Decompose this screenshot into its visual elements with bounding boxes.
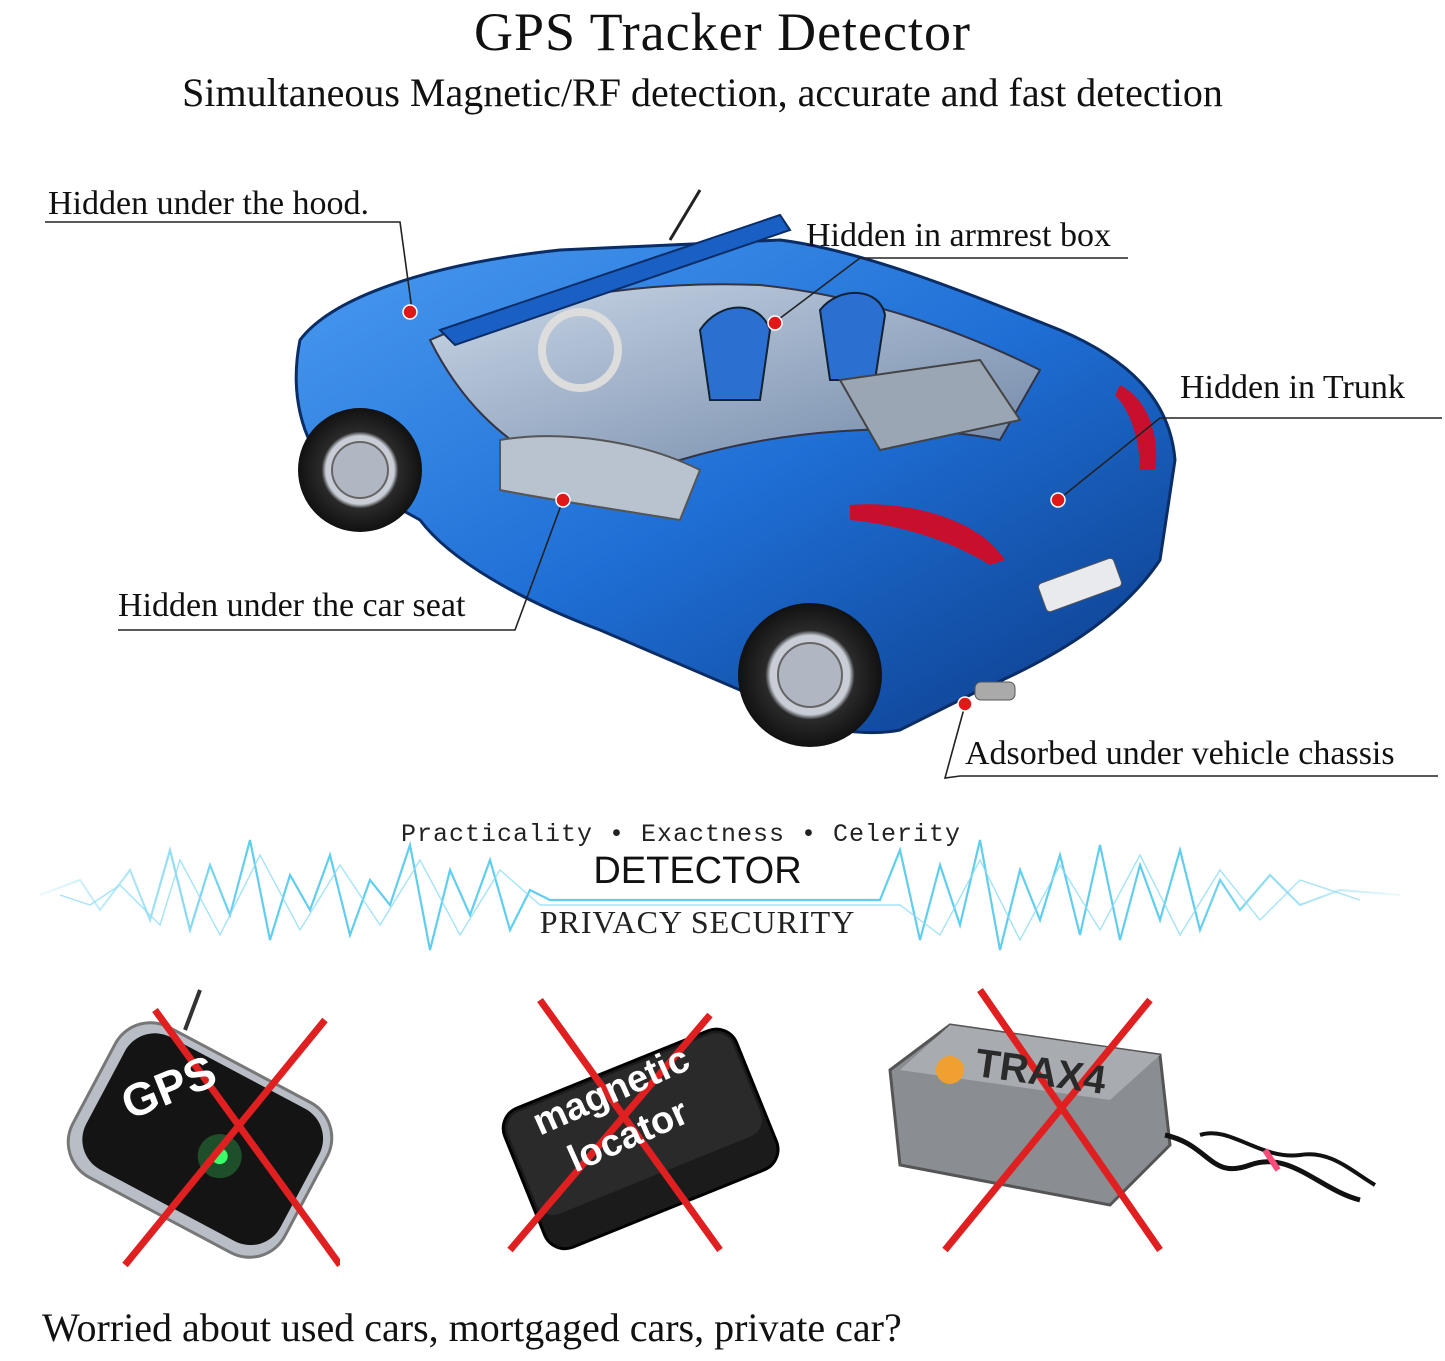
passenger-seat <box>818 292 887 381</box>
exhaust-pipe <box>974 681 1016 701</box>
gps-tracker-device: GPS <box>50 985 340 1280</box>
trunk-leader <box>1057 417 1442 501</box>
antenna <box>668 189 702 241</box>
steering-wheel <box>538 308 622 392</box>
chassis-marker <box>957 696 973 712</box>
banner-subtitle: PRIVACY SECURITY <box>539 904 856 940</box>
car-cutaway-illustration <box>45 189 1442 779</box>
banner-title: DETECTOR <box>593 850 802 892</box>
undercarriage <box>499 435 702 522</box>
footer-question: Worried about used cars, mortgaged cars,… <box>42 1305 902 1350</box>
driver-seat <box>698 306 772 401</box>
page-subtitle: Simultaneous Magnetic/RF detection, accu… <box>182 70 1223 115</box>
armrest-marker <box>767 315 783 331</box>
page-title: GPS Tracker Detector <box>474 2 971 62</box>
banner-tagline: Practicality • Exactness • Celerity <box>400 820 962 849</box>
tail-light-right <box>1115 385 1157 470</box>
license-plate <box>1037 557 1123 613</box>
engine-block <box>838 358 1022 452</box>
hood-marker <box>402 304 418 320</box>
signal-waveform <box>0 839 1445 951</box>
hood-leader <box>45 221 413 311</box>
tail-light-left <box>850 504 1005 565</box>
magnetic-locator-device: magnetic locator <box>490 995 780 1255</box>
armrest-leader <box>774 257 1128 323</box>
windshield-frame <box>438 213 792 347</box>
vehicle-tracker-device: TRAX4 <box>880 985 1380 1255</box>
trunk-marker <box>1050 492 1066 508</box>
chassis-leader <box>943 704 1438 779</box>
callout-hood: Hidden under the hood. <box>48 185 370 222</box>
callout-car-seat: Hidden under the car seat <box>118 587 466 624</box>
callout-trunk: Hidden in Trunk <box>1180 369 1405 406</box>
seat-leader <box>118 499 564 631</box>
callout-armrest: Hidden in armrest box <box>806 217 1111 254</box>
seat-marker <box>555 492 571 508</box>
callout-chassis: Adsorbed under vehicle chassis <box>965 735 1395 772</box>
